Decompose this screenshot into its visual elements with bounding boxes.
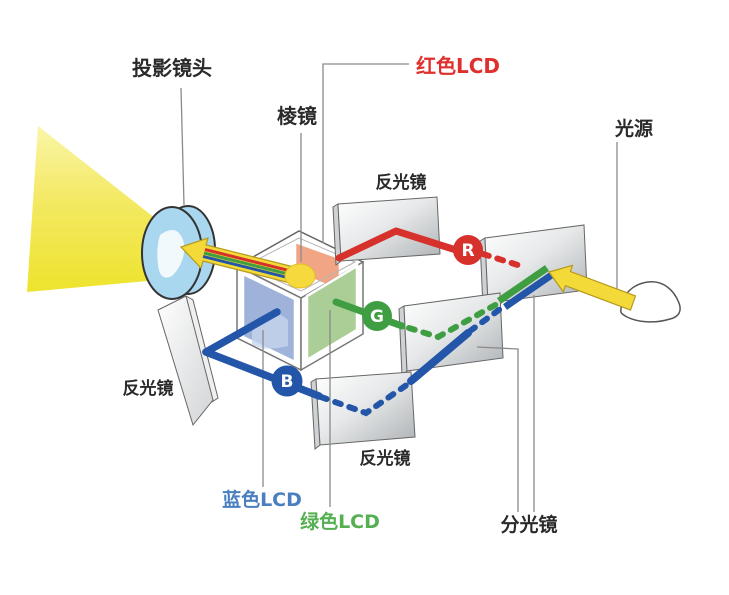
- label-beam-splitter: 分光镜: [500, 513, 557, 536]
- label-red-lcd: 红色LCD: [416, 54, 500, 78]
- combined-light-arrow: [179, 237, 316, 289]
- red-beam-dashed: [480, 251, 524, 269]
- label-blue-lcd: 蓝色LCD: [222, 488, 302, 511]
- red-marker: R: [453, 235, 483, 265]
- label-mirror-top: 反光镜: [376, 172, 427, 193]
- label-green-lcd: 绿色LCD: [300, 510, 380, 533]
- blue-beam-through-splitter: [407, 329, 472, 385]
- dichroic-mirror-2: [398, 292, 504, 377]
- label-mirror-left: 反光镜: [123, 378, 174, 399]
- red-marker-circle: [453, 235, 483, 265]
- green-beam-dashed: [406, 301, 500, 341]
- blue-beam-to-lcd: [202, 308, 281, 356]
- lens-highlight: [157, 230, 185, 278]
- blue-marker-circle: [271, 365, 303, 397]
- white-light-arrow: [548, 264, 637, 311]
- red-marker-letter: R: [461, 241, 474, 261]
- beam-splitter-callout-1: [476, 346, 519, 512]
- mirror-left: [157, 294, 219, 427]
- green-marker-letter: G: [370, 307, 384, 327]
- label-light-source: 光源: [614, 117, 653, 140]
- blue-beam-dashed-gap: [467, 304, 506, 334]
- blue-beam-dashed-mirror: [318, 379, 414, 417]
- green-stripe-on-splitter: [497, 265, 549, 304]
- label-projection-lens: 投影镜头: [132, 56, 212, 80]
- green-marker-circle: [362, 301, 392, 331]
- green-lcd-panel: [305, 263, 359, 363]
- green-marker: G: [362, 301, 392, 331]
- blue-stripe-on-splitter: [503, 271, 555, 310]
- red-beam-solid: [335, 227, 460, 262]
- projection-lens: [141, 205, 216, 300]
- blue-marker-letter: B: [281, 372, 294, 392]
- label-mirror-bottom: 反光镜: [360, 448, 411, 469]
- prism-top-face-inner-edge: [243, 237, 357, 292]
- label-prism: 棱镜: [277, 104, 317, 128]
- projection-lens-callout: [180, 87, 185, 206]
- lamp: [620, 281, 681, 323]
- blue-marker: B: [271, 365, 303, 397]
- combined-arrow-green-stripe: [203, 251, 301, 279]
- combined-arrow-blue-stripe: [202, 254, 300, 282]
- combined-arrow-red-stripe: [204, 248, 302, 276]
- projected-light-cone: [27, 126, 170, 292]
- callout-lines: [180, 63, 618, 512]
- red-lcd-callout: [322, 63, 409, 243]
- prism-glow: [284, 263, 316, 289]
- prism-cube: [235, 230, 365, 372]
